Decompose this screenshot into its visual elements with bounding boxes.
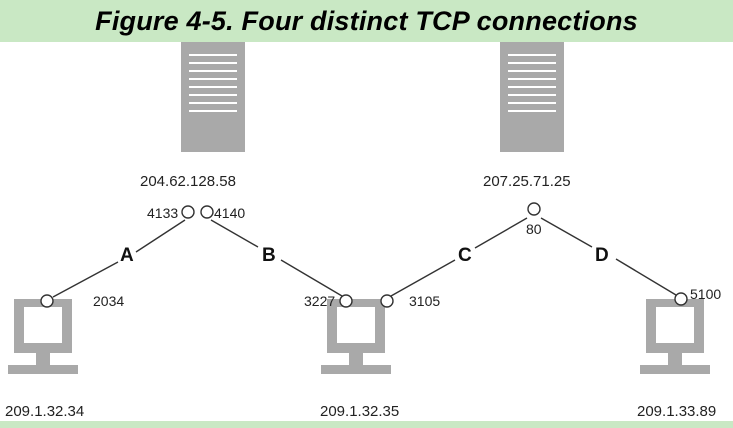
desktop-computer-icon: [8, 299, 78, 374]
server-1-ip: 204.62.128.58: [140, 173, 236, 190]
connection-b-line: [210, 219, 343, 297]
port-circle-5100: [674, 292, 688, 306]
port-circle-4140: [200, 205, 214, 219]
figure-title: Figure 4-5. Four distinct TCP connection…: [95, 5, 638, 36]
client-2-ip: 209.1.32.35: [320, 403, 399, 420]
port-label-80: 80: [526, 221, 542, 237]
bottom-bar: [0, 421, 733, 428]
port-label-5100: 5100: [690, 286, 721, 302]
connection-c-label: C: [458, 245, 472, 266]
server-1: [181, 42, 245, 152]
connection-c-line: [390, 217, 528, 297]
port-label-4140: 4140: [214, 205, 245, 221]
server-2: [500, 42, 564, 152]
port-circle-80: [527, 202, 541, 216]
port-circle-2034: [40, 294, 54, 308]
port-circle-3105: [380, 294, 394, 308]
port-label-3227: 3227: [304, 293, 335, 309]
client-1: [8, 299, 78, 374]
server-icon: [181, 42, 245, 152]
port-label-4133: 4133: [147, 205, 178, 221]
connection-a-line: [52, 219, 186, 298]
client-3: [640, 299, 710, 374]
client-3-ip: 209.1.33.89: [637, 403, 716, 420]
connection-b-label: B: [262, 245, 276, 266]
client-1-ip: 209.1.32.34: [5, 403, 84, 420]
port-circle-3227: [339, 294, 353, 308]
title-bar: Figure 4-5. Four distinct TCP connection…: [0, 0, 733, 42]
desktop-computer-icon: [321, 299, 391, 374]
server-icon: [500, 42, 564, 152]
connection-d-label: D: [595, 245, 609, 266]
tcp-connections-diagram: 204.62.128.58 207.25.71.25 209.1.32.34 2…: [5, 42, 721, 420]
server-2-ip: 207.25.71.25: [483, 173, 571, 190]
port-circle-4133: [181, 205, 195, 219]
port-label-2034: 2034: [93, 293, 124, 309]
connection-d-line: [540, 217, 677, 296]
desktop-computer-icon: [640, 299, 710, 374]
connection-a-label: A: [120, 245, 134, 266]
client-2: [321, 299, 391, 374]
port-label-3105: 3105: [409, 293, 440, 309]
